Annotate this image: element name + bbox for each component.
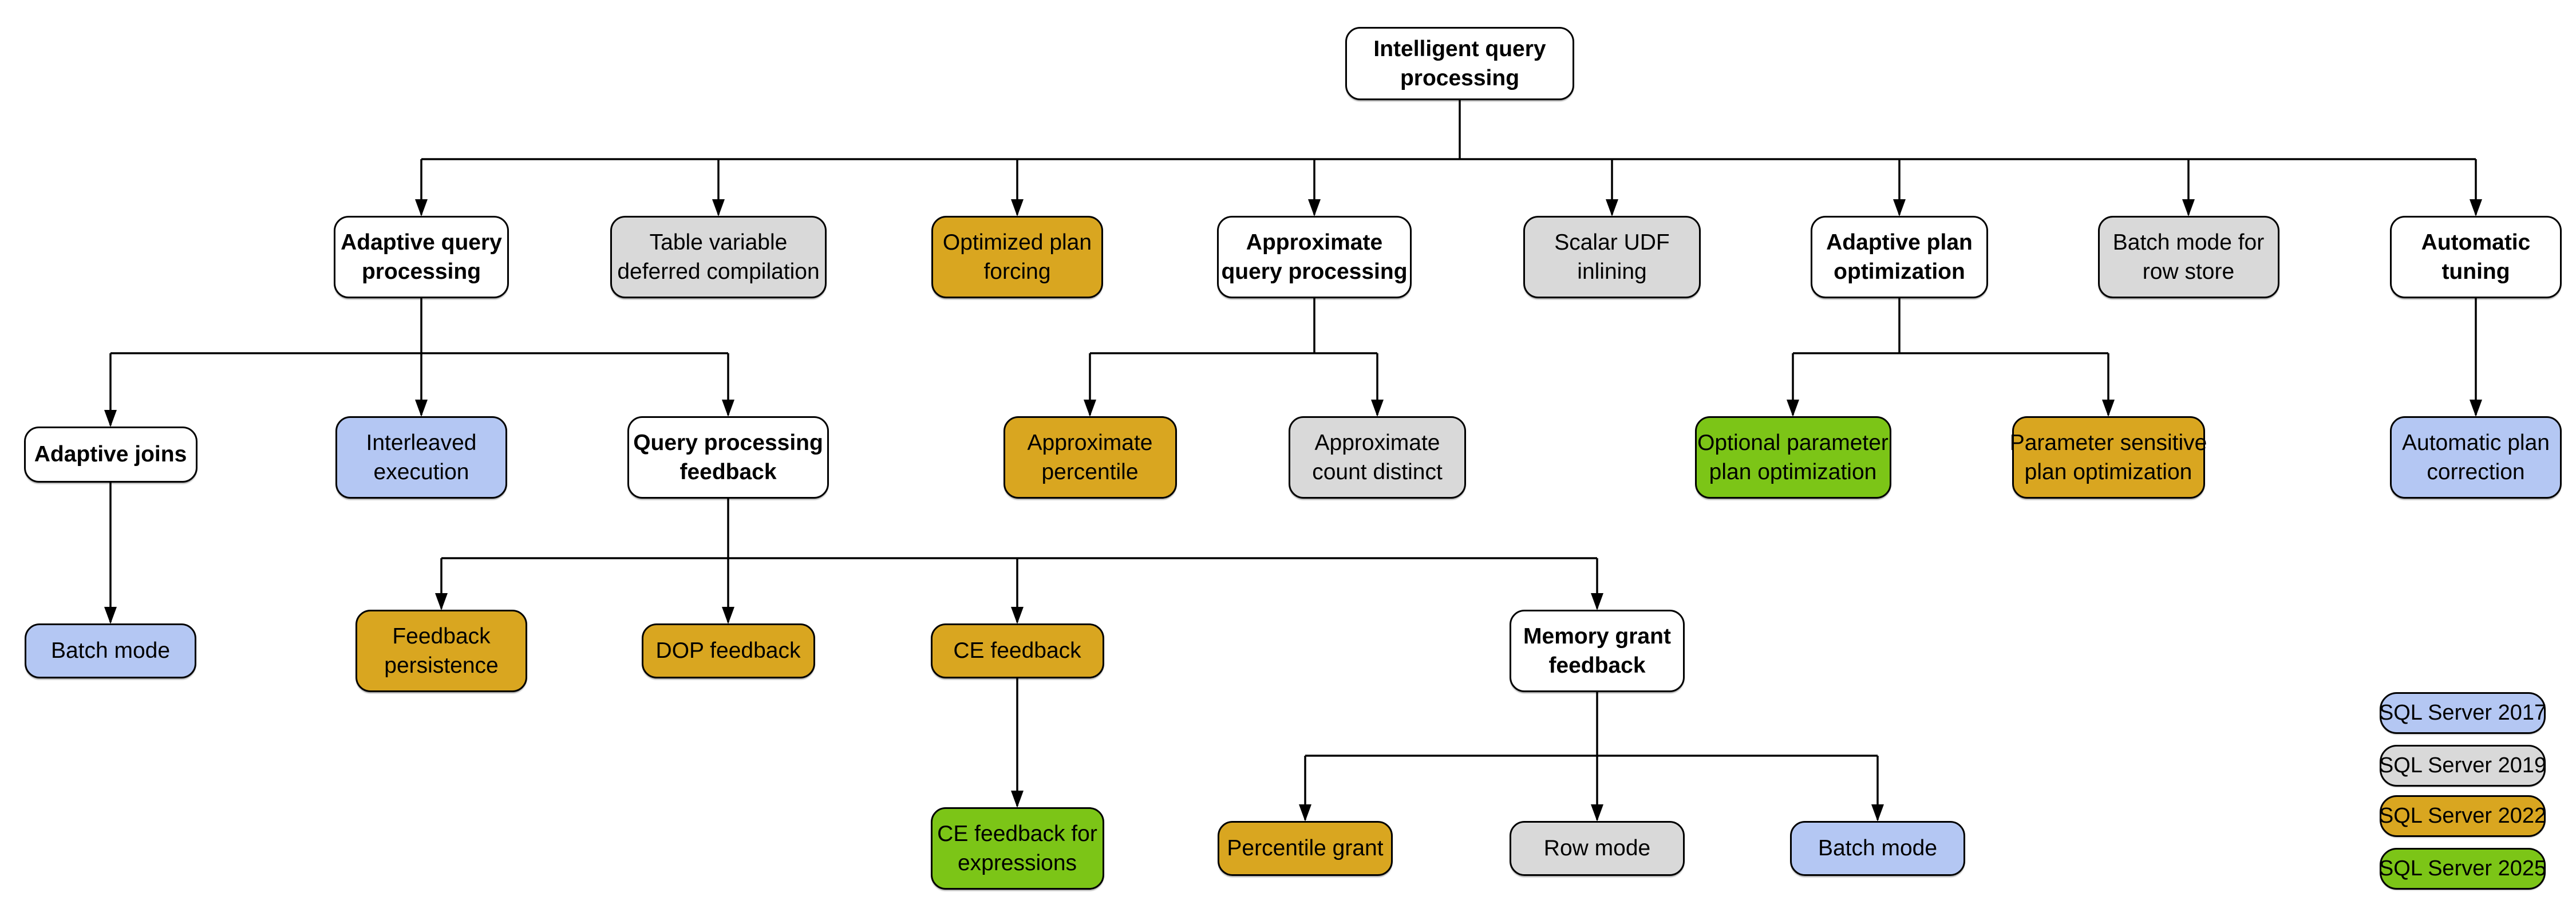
node-parameter-sensitive-plan-optimization: Parameter sensitive plan optimization	[2010, 416, 2207, 499]
node-automatic-plan-correction: Automatic plan correction	[2390, 416, 2562, 499]
node-feedback-persistence: Feedback persistence	[355, 610, 527, 692]
node-batch-mode-adaptive-joins: Batch mode	[25, 623, 196, 678]
node-adaptive-joins: Adaptive joins	[23, 427, 197, 483]
node-percentile-grant: Percentile grant	[1218, 821, 1393, 876]
legend-item-sql2025: SQL Server 2025	[2379, 848, 2546, 890]
node-approximate-count-distinct: Approximate count distinct	[1289, 416, 1466, 499]
node-automatic-tuning: Automatic tuning	[2390, 216, 2562, 298]
node-scalar-udf-inlining: Scalar UDF inlining	[1523, 216, 1701, 298]
node-ce-feedback: CE feedback	[930, 623, 1104, 678]
node-memory-grant-feedback: Memory grant feedback	[1510, 610, 1685, 692]
node-query-processing-feedback: Query processing feedback	[627, 416, 829, 499]
node-batch-mode-memory-grant: Batch mode	[1790, 821, 1965, 876]
node-ce-feedback-for-expressions: CE feedback for expressions	[930, 807, 1104, 890]
legend-item-sql2019: SQL Server 2019	[2379, 745, 2546, 787]
legend-item-sql2022: SQL Server 2022	[2379, 795, 2546, 837]
node-intelligent-query-processing: Intelligent query processing	[1345, 27, 1574, 100]
node-approximate-percentile: Approximate percentile	[1003, 416, 1177, 499]
node-approximate-query-processing: Approximate query processing	[1217, 216, 1412, 298]
node-row-mode: Row mode	[1510, 821, 1685, 876]
node-optimized-plan-forcing: Optimized plan forcing	[931, 216, 1103, 298]
node-interleaved-execution: Interleaved execution	[335, 416, 507, 499]
node-dop-feedback: DOP feedback	[641, 623, 815, 678]
node-optional-parameter-plan-optimization: Optional parameter plan optimization	[1694, 416, 1891, 499]
node-adaptive-plan-optimization: Adaptive plan optimization	[1811, 216, 1988, 298]
node-table-variable-deferred-compilation: Table variable deferred compilation	[610, 216, 827, 298]
node-batch-mode-for-row-store: Batch mode for row store	[2097, 216, 2279, 298]
node-adaptive-query-processing: Adaptive query processing	[334, 216, 509, 298]
legend-item-sql2017: SQL Server 2017	[2379, 692, 2546, 734]
